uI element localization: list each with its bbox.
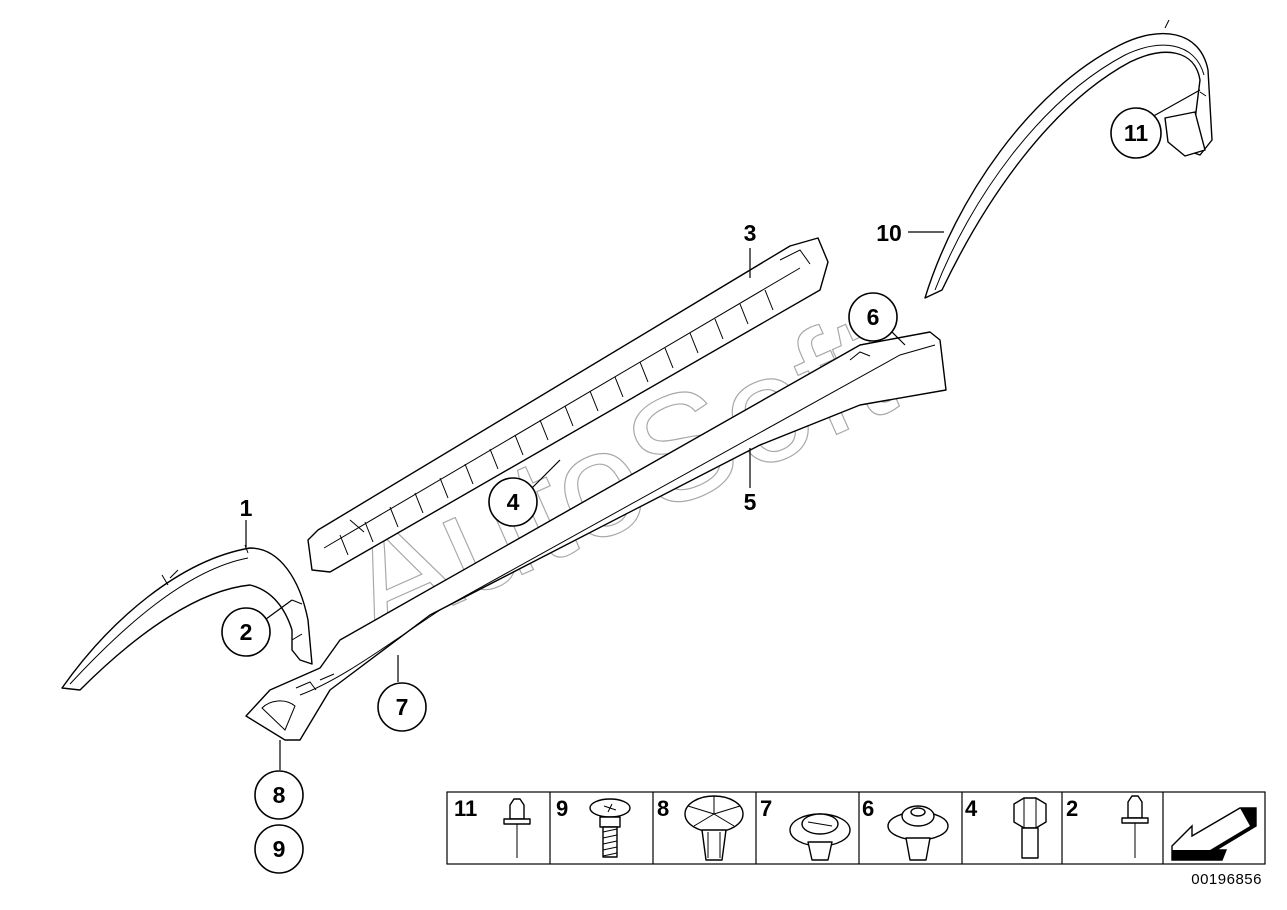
callout-5: 5 (744, 489, 757, 515)
legend-cell-9: 9 (556, 796, 631, 858)
part-1-front-wheel-arch-trim (61, 544, 313, 691)
legend-cell-4-number: 4 (965, 796, 978, 821)
callout-1-label: 1 (240, 495, 253, 521)
callout-4: 4 (488, 477, 538, 527)
push-rivet-icon (887, 805, 949, 861)
callout-8-label: 8 (273, 782, 286, 808)
legend-cell-2-number: 2 (1066, 796, 1078, 821)
callout-5-label: 5 (744, 489, 757, 515)
legend-cell-6: 6 (862, 796, 949, 861)
callout-7: 7 (377, 682, 427, 732)
direction-arrow-icon (1171, 807, 1257, 861)
callout-2: 2 (221, 607, 271, 657)
part-3-sill-trim-inner (307, 237, 829, 573)
callout-6-label: 6 (867, 304, 880, 330)
blind-rivet-icon (503, 798, 531, 858)
expanding-clip-icon (684, 795, 744, 861)
callout-10: 10 (876, 220, 902, 246)
callout-6: 6 (848, 292, 898, 342)
legend-cell-11: 11 (454, 796, 531, 858)
callout-1: 1 (240, 495, 253, 521)
legend-cell-2: 2 (1066, 795, 1149, 858)
callout-3: 3 (744, 220, 757, 246)
callout-9: 9 (254, 824, 304, 874)
callout-4-label: 4 (507, 489, 520, 515)
callout-8: 8 (254, 770, 304, 820)
legend-cell-8: 8 (657, 795, 744, 861)
push-clip-icon (789, 813, 851, 861)
blind-rivet-small-icon (1121, 795, 1149, 858)
hex-bolt-icon (1013, 797, 1047, 859)
callout-10-label: 10 (876, 220, 902, 246)
screw-icon (589, 798, 631, 858)
callout-7-label: 7 (396, 694, 409, 720)
callout-11-label: 11 (1124, 120, 1149, 146)
leader-lines (245, 89, 1201, 770)
callout-3-label: 3 (744, 220, 757, 246)
diagram-reference-number: 00196856 (1191, 871, 1262, 888)
part-5-sill-trim-outer (245, 331, 947, 741)
callout-9-label: 9 (273, 836, 286, 862)
callout-2-label: 2 (240, 619, 253, 645)
legend-cell-9-number: 9 (556, 796, 568, 821)
legend-cell-11-number: 11 (454, 796, 477, 821)
legend-cell-6-number: 6 (862, 796, 874, 821)
part-10-rear-wheel-arch-trim (924, 19, 1213, 299)
callout-11: 11 (1110, 107, 1162, 159)
fastener-legend: 11 9 8 (446, 791, 1266, 865)
legend-cell-7-number: 7 (760, 796, 772, 821)
legend-cell-4: 4 (965, 796, 1047, 859)
legend-cell-7: 7 (760, 796, 851, 861)
legend-cell-8-number: 8 (657, 796, 669, 821)
